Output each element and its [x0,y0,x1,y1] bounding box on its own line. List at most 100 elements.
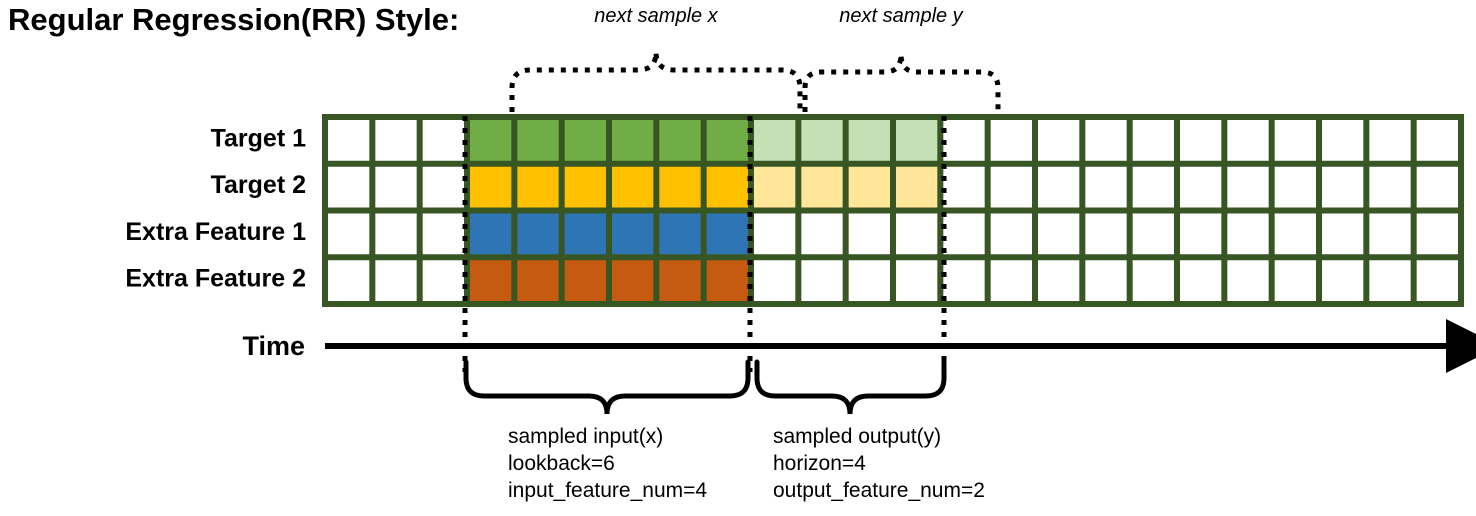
grid-cell-r2-c6 [564,166,606,208]
grid-cell-r2-c7 [612,166,654,208]
grid-cell-r3-c20 [1227,213,1269,255]
grid-cell-r1-c2 [375,120,417,161]
grid-cell-r3-c7 [612,213,654,255]
sampled-input-line-2: lookback=6 [508,452,615,475]
grid-cell-r4-c7 [612,260,654,301]
grid-cell-r2-c17 [1085,166,1127,208]
grid-cell-r4-c17 [1085,260,1127,301]
grid-cell-r4-c5 [517,260,559,301]
grid-cell-r1-c19 [1180,120,1222,161]
grid-cell-r4-c18 [1132,260,1174,301]
grid-cell-r4-c13 [896,260,938,301]
grid-cell-r3-c16 [1038,213,1080,255]
time-axis-label: Time [242,331,305,361]
grid-cell-r4-c12 [848,260,890,301]
grid-cell-r3-c6 [564,213,606,255]
grid-cell-r4-c6 [564,260,606,301]
grid-cell-r2-c3 [422,166,464,208]
grid-background [322,114,1464,307]
grid-cell-r1-c16 [1038,120,1080,161]
grid-cell-r3-c24 [1416,213,1458,255]
grid-cell-r2-c9 [706,166,748,208]
grid-cell-r4-c24 [1416,260,1458,301]
grid-cell-r3-c5 [517,213,559,255]
grid-cell-r2-c11 [801,166,843,208]
grid-cell-r2-c10 [754,166,796,208]
grid-cell-r4-c15 [990,260,1032,301]
sampled-input-line-3: input_feature_num=4 [508,479,707,502]
row-label-target-1: Target 1 [211,124,306,152]
grid-cell-r4-c9 [706,260,748,301]
grid-cell-r1-c24 [1416,120,1458,161]
grid-cell-r3-c8 [659,213,701,255]
grid-cell-r3-c14 [943,213,985,255]
grid-cell-r3-c10 [754,213,796,255]
grid-cell-r4-c20 [1227,260,1269,301]
grid-cell-r4-c14 [943,260,985,301]
sampled-output-line-2: horizon=4 [773,452,866,475]
grid-cell-r4-c22 [1322,260,1364,301]
grid-cell-r4-c8 [659,260,701,301]
bottom-annotation-layer [463,359,947,415]
grid-cell-r1-c22 [1322,120,1364,161]
grid-cell-r2-c24 [1416,166,1458,208]
grid-cell-r4-c10 [754,260,796,301]
grid-cell-r3-c9 [706,213,748,255]
top-annotation-layer: next sample x next sample y [462,5,1001,372]
grid-cell-r1-c4 [470,120,512,161]
grid-cell-r1-c9 [706,120,748,161]
page-title: Regular Regression(RR) Style: [8,2,459,37]
grid-cell-r1-c10 [754,120,796,161]
grid-cell-r2-c14 [943,166,985,208]
grid-cell-r1-c18 [1132,120,1174,161]
grid-cell-r2-c12 [848,166,890,208]
grid-cell-r3-c18 [1132,213,1174,255]
caption-group: sampled input(x) lookback=6 input_feature_… [508,425,985,502]
timeline-grid [322,114,1464,307]
grid-cell-r1-c14 [943,120,985,161]
grid-cell-r2-c22 [1322,166,1364,208]
grid-cell-r3-c17 [1085,213,1127,255]
grid-cell-r3-c2 [375,213,417,255]
next-sample-y-brace [802,53,1001,112]
grid-cell-r1-c23 [1369,120,1411,161]
grid-cell-r3-c3 [422,213,464,255]
grid-cell-r4-c3 [422,260,464,301]
grid-cell-r3-c11 [801,213,843,255]
grid-cell-r2-c5 [517,166,559,208]
grid-cell-r2-c21 [1274,166,1316,208]
sampled-input-line-1: sampled input(x) [508,425,663,448]
grid-cell-r2-c4 [470,166,512,208]
grid-cell-r1-c3 [422,120,464,161]
grid-cell-r1-c7 [612,120,654,161]
grid-cell-r2-c16 [1038,166,1080,208]
grid-cell-r2-c20 [1227,166,1269,208]
grid-cell-r1-c11 [801,120,843,161]
grid-cell-r4-c2 [375,260,417,301]
grid-cell-r4-c16 [1038,260,1080,301]
grid-cell-r1-c12 [848,120,890,161]
grid-cell-r1-c15 [990,120,1032,161]
grid-cell-r1-c17 [1085,120,1127,161]
grid-cell-r3-c22 [1322,213,1364,255]
grid-cell-r4-c19 [1180,260,1222,301]
next-sample-x-brace [509,51,803,112]
sampled-output-line-1: sampled output(y) [773,425,941,448]
grid-cell-r2-c18 [1132,166,1174,208]
row-label-target-2: Target 2 [211,171,306,199]
grid-cell-r1-c8 [659,120,701,161]
next-sample-y-label: next sample y [839,5,963,27]
grid-cell-r2-c2 [375,166,417,208]
grid-cell-r2-c13 [896,166,938,208]
grid-cell-r4-c21 [1274,260,1316,301]
grid-cell-r3-c12 [848,213,890,255]
grid-cell-r4-c1 [328,260,370,301]
grid-cell-r3-c15 [990,213,1032,255]
grid-cell-r1-c21 [1274,120,1316,161]
grid-cell-r1-c6 [564,120,606,161]
grid-cell-r1-c13 [896,120,938,161]
grid-cell-r3-c4 [470,213,512,255]
sampled-output-line-3: output_feature_num=2 [773,479,985,502]
